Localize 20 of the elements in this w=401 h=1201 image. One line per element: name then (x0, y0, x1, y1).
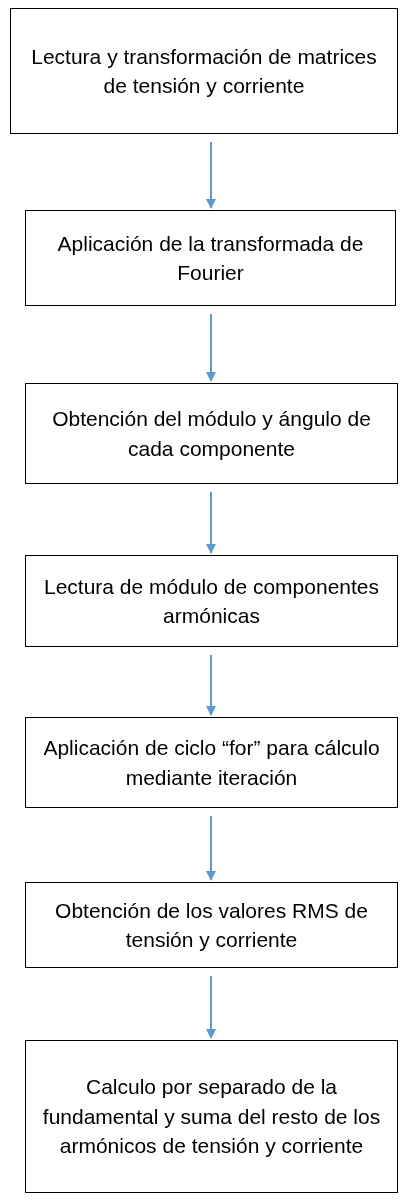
arrow (206, 141, 216, 209)
box-text: Aplicación de la transformada de Fourier (56, 230, 365, 286)
box-text: Obtención del módulo y ángulo de cada componente (51, 406, 372, 462)
box-text: Obtención de los valores RMS de tensión y corriente (54, 897, 369, 953)
process-box (25, 383, 398, 484)
process-box (25, 1040, 398, 1193)
arrow (206, 975, 216, 1039)
process-box (25, 717, 398, 808)
box-text: Lectura de módulo de componentes armónicas (42, 573, 381, 629)
box-text: Aplicación de ciclo “for” para cálculo mediante iteración (42, 735, 381, 791)
arrow (206, 491, 216, 554)
process-box (10, 8, 398, 134)
box-text: Lectura y transformación de matrices de tensión y corriente (30, 43, 378, 99)
process-box (25, 555, 398, 647)
arrow (206, 654, 216, 716)
box-text: Calculo por separado de la fundamental y suma del resto de los armónicos de tensión y corriente (41, 1074, 382, 1160)
arrow (206, 313, 216, 382)
process-box (25, 882, 398, 968)
arrow (206, 815, 216, 881)
process-box (25, 210, 396, 306)
